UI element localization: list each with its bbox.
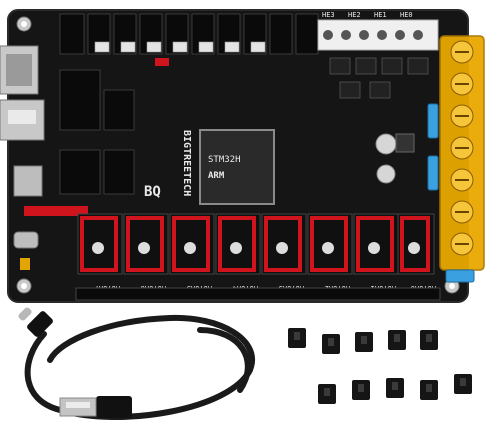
jumper-caps [288, 328, 472, 404]
mcu-chip: STM32H ARM [199, 129, 275, 205]
brand-mark: BQ [144, 184, 161, 200]
mcu-label: STM32H [208, 155, 241, 165]
usb-c-plug [18, 307, 53, 337]
power-terminal-block [439, 35, 485, 271]
heater-label-he0: HE0 [400, 11, 413, 19]
brand-label: BIGTREETECH [181, 130, 192, 196]
heater-label-he1: HE1 [374, 11, 387, 19]
fuses [427, 103, 475, 283]
heater-label-he2: HE2 [348, 11, 361, 19]
mainboard: HE3 HE2 HE1 HE0 [0, 9, 485, 303]
heater-label-he3: HE3 [322, 11, 335, 19]
red-header-strip [24, 206, 88, 216]
heater-terminals: HE3 HE2 HE1 HE0 [317, 11, 439, 51]
top-headers [59, 13, 319, 55]
left-ports [0, 45, 45, 270]
usb-cable [18, 307, 255, 420]
usb-a-plug [59, 396, 132, 418]
mcu-arm-label: ARM [208, 171, 225, 181]
driver-slots [77, 213, 435, 275]
